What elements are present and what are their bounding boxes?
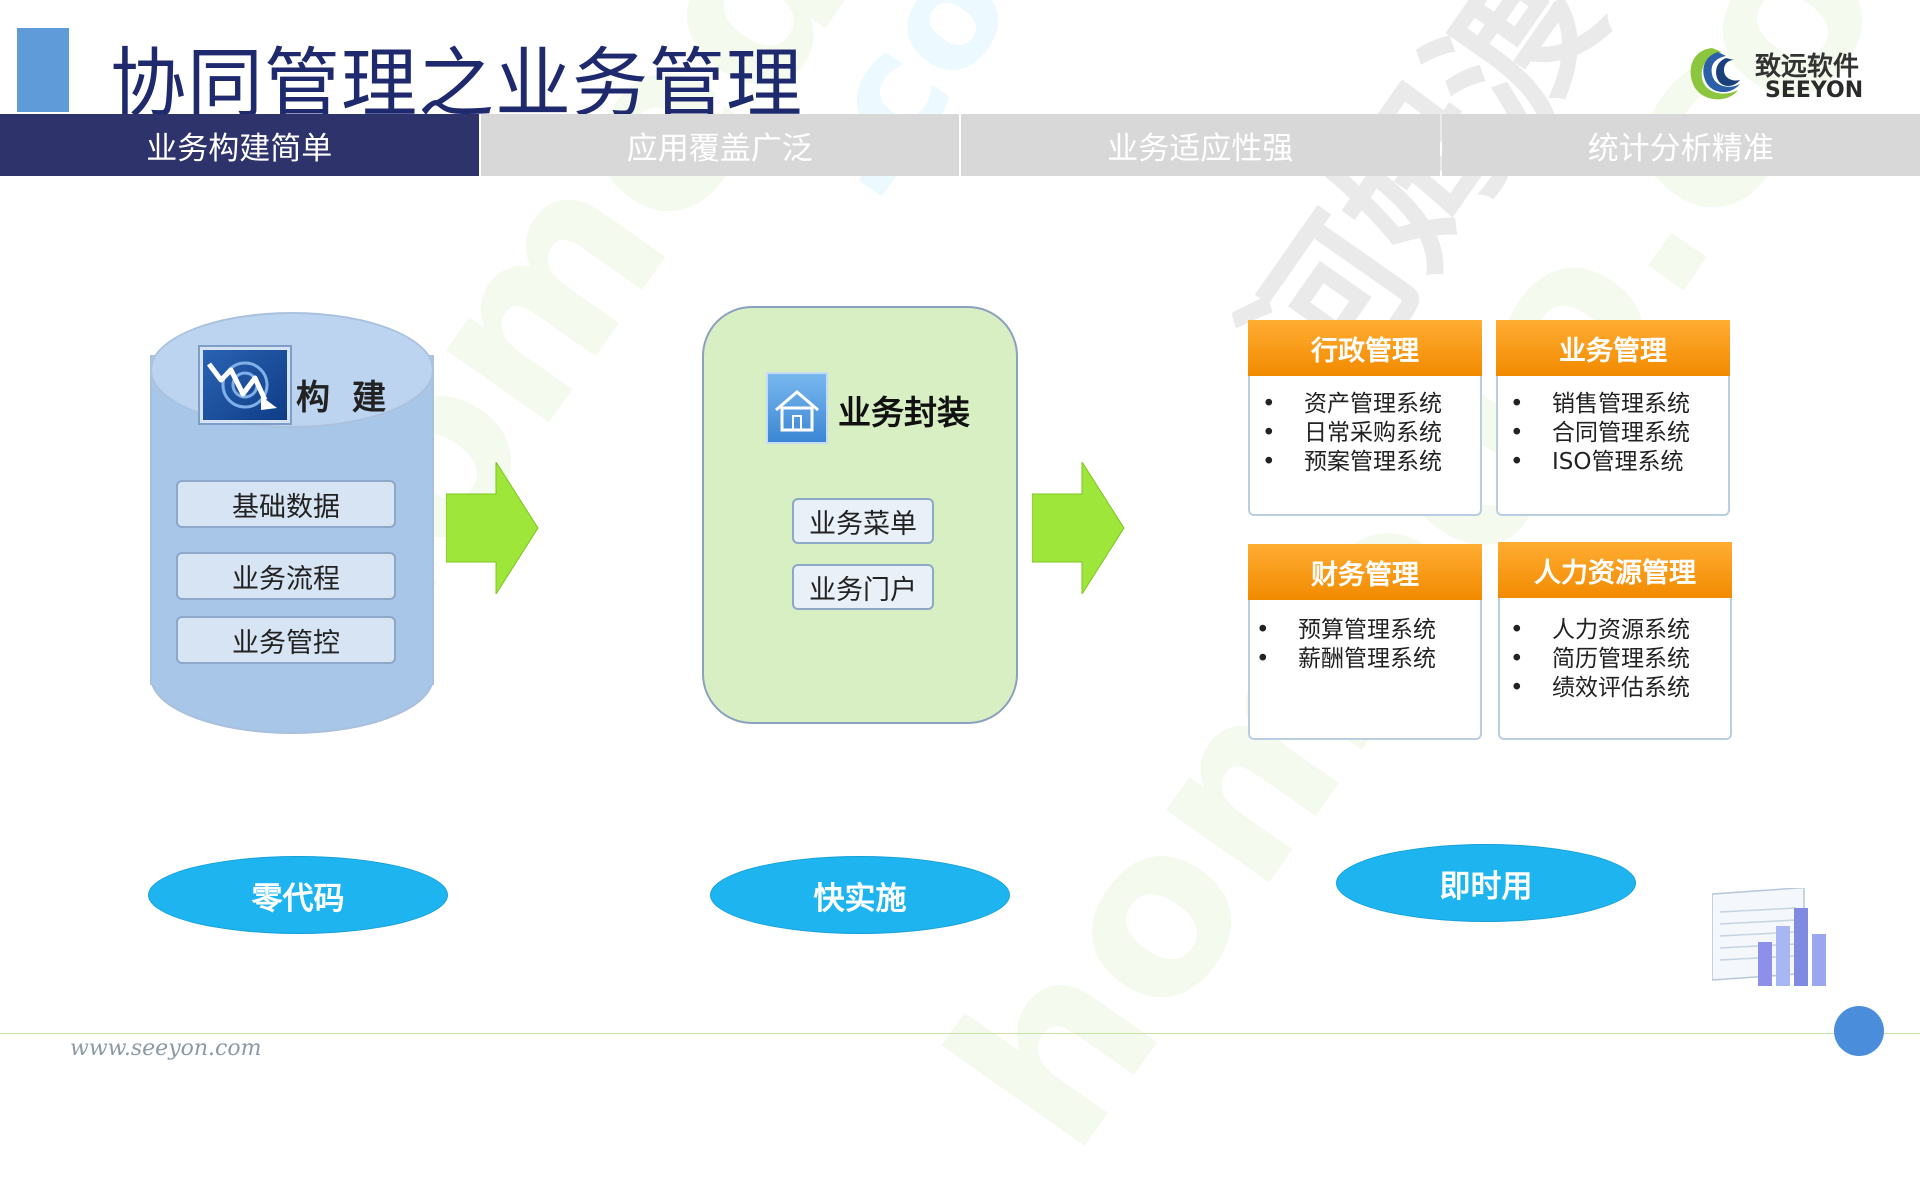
module-list-finance: 预算管理系统 薪酬管理系统 [1246, 616, 1436, 674]
module-title-finance: 财务管理 [1248, 544, 1482, 600]
footer-circle-icon [1834, 1006, 1884, 1056]
list-item: 预案管理系统 [1252, 448, 1442, 477]
build-chart-icon [200, 347, 290, 423]
build-item-business-control[interactable]: 业务管控 [176, 616, 396, 664]
list-item: 绩效评估系统 [1500, 674, 1690, 703]
package-label: 业务封装 [838, 386, 970, 434]
list-item: 预算管理系统 [1246, 616, 1436, 645]
list-item: 日常采购系统 [1252, 419, 1442, 448]
build-item-basic-data[interactable]: 基础数据 [176, 480, 396, 528]
tab-adaptability[interactable]: 业务适应性强 [961, 114, 1440, 176]
list-item: 薪酬管理系统 [1246, 645, 1436, 674]
module-list-hr: 人力资源系统 简历管理系统 绩效评估系统 [1500, 616, 1690, 703]
report-chart-icon [1712, 888, 1842, 990]
module-list-admin: 资产管理系统 日常采购系统 预案管理系统 [1252, 390, 1442, 477]
logo-text-en: SEEYON [1765, 78, 1863, 103]
list-item: 资产管理系统 [1252, 390, 1442, 419]
tab-wide-coverage[interactable]: 应用覆盖广泛 [481, 114, 960, 176]
badge-fast-deploy: 快实施 [710, 856, 1010, 934]
build-label: 构建 [296, 370, 408, 419]
package-item-portal[interactable]: 业务门户 [792, 564, 934, 610]
list-item: ISO管理系统 [1500, 448, 1690, 477]
list-item: 人力资源系统 [1500, 616, 1690, 645]
module-title-hr: 人力资源管理 [1498, 542, 1732, 598]
build-item-business-flow[interactable]: 业务流程 [176, 552, 396, 600]
title-accent-bar [17, 28, 69, 112]
tab-build-simple[interactable]: 业务构建简单 [0, 114, 479, 176]
list-item: 销售管理系统 [1500, 390, 1690, 419]
logo-mark-icon [1691, 48, 1740, 99]
arrow-right-icon [1032, 462, 1132, 594]
tab-statistics[interactable]: 统计分析精准 [1442, 114, 1920, 176]
module-list-business: 销售管理系统 合同管理系统 ISO管理系统 [1500, 390, 1690, 477]
package-item-menu[interactable]: 业务菜单 [792, 498, 934, 544]
footer-url[interactable]: www.seeyon.com [70, 1036, 261, 1061]
arrow-right-icon [446, 462, 546, 594]
list-item: 合同管理系统 [1500, 419, 1690, 448]
footer-divider [0, 1033, 1920, 1034]
list-item: 简历管理系统 [1500, 645, 1690, 674]
home-blueprint-icon [766, 372, 828, 444]
module-title-admin: 行政管理 [1248, 320, 1482, 376]
badge-instant-use: 即时用 [1336, 844, 1636, 922]
tab-bar: 业务构建简单 应用覆盖广泛 业务适应性强 统计分析精准 [0, 114, 1920, 176]
badge-zero-code: 零代码 [148, 856, 448, 934]
module-title-business: 业务管理 [1496, 320, 1730, 376]
